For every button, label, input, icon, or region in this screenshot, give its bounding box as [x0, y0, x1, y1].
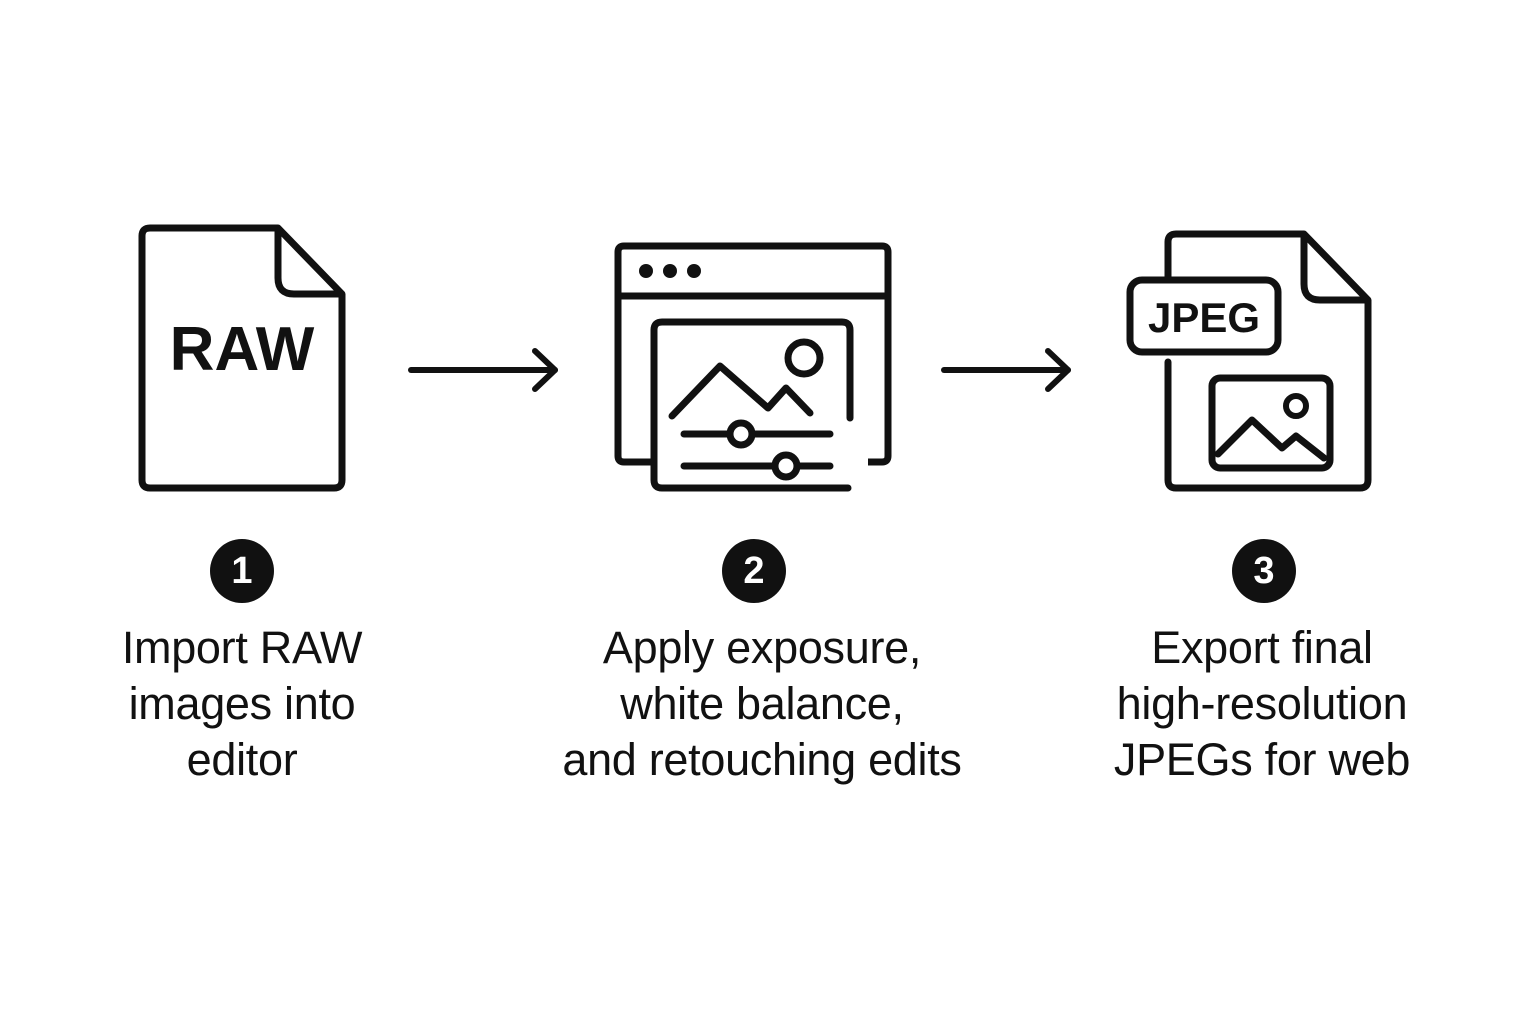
arrow-right-icon [408, 348, 558, 392]
jpeg-file-label: JPEG [1148, 294, 1260, 341]
step-number-badge: 3 [1232, 539, 1296, 603]
step-caption: Import RAW images into editor [121, 622, 363, 785]
step-number-badge: 2 [722, 539, 786, 603]
raw-file-label: RAW [170, 315, 315, 384]
raw-file-icon: RAW [138, 224, 346, 492]
jpeg-file-icon: JPEG [1126, 230, 1372, 492]
step-caption: Apply exposure, white balance, and retou… [562, 622, 962, 785]
step-caption: Export final high-resolution JPEGs for w… [1113, 622, 1411, 785]
photo-editor-window-icon [614, 242, 892, 492]
step-number-badge: 1 [210, 539, 274, 603]
arrow-right-icon [941, 348, 1071, 392]
